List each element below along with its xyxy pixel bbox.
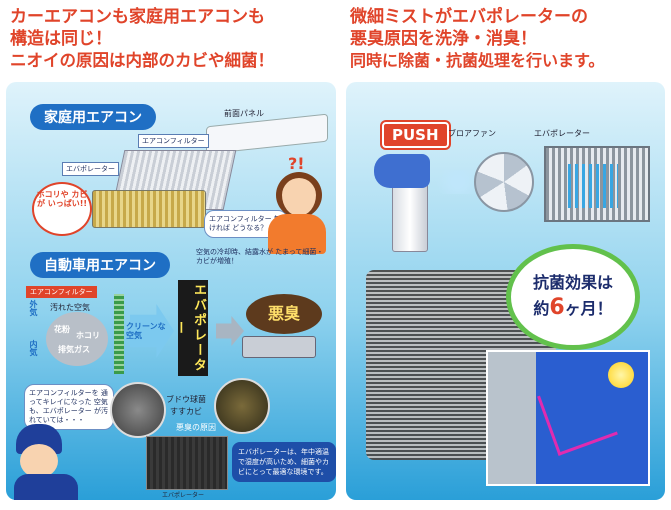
left-headline-2: 構造は同じ！ — [10, 29, 112, 49]
mold-micrograph — [214, 378, 270, 434]
question-mark-icon: ?! — [288, 154, 305, 173]
left-headline-1: カーエアコンも家庭用エアコンも — [10, 7, 265, 27]
condensation-note: 空気の冷却時、結露水が たまって細菌・カビが増殖！ — [196, 248, 324, 265]
dirty-air-label: 汚れた空気 — [50, 303, 90, 312]
filter-bubble: エアコンフィルターを 通ってキレイになった 空気も、エバポレーター が汚れていて… — [24, 384, 114, 430]
mist-on-evaporator — [568, 164, 618, 208]
balloon-line2: 約6ヶ月！ — [511, 295, 635, 320]
soot-mold-label: すすカビ — [170, 407, 202, 416]
blower-fan-label: ブロアファン — [448, 129, 496, 138]
car-filter-label: エアコンフィルター — [26, 286, 97, 298]
home-evaporator-drawing — [92, 190, 206, 228]
home-filter-label: エアコンフィルター — [138, 134, 209, 148]
antibacterial-balloon: 抗菌効果は 約6ヶ月！ — [506, 244, 640, 350]
mechanic-face — [20, 444, 58, 478]
spray-can — [392, 180, 428, 252]
evaporator-caption: エバポレーターは、年中適温で湿度が高いため、細菌やカビにとって最適な環境です。 — [232, 442, 336, 482]
hand-sleeve — [374, 154, 430, 188]
left-panel: カーエアコンも家庭用エアコンも 構造は同じ！ ニオイの原因は内部のカビや細菌！ … — [6, 4, 336, 504]
home-aircon-title: 家庭用エアコン — [30, 104, 156, 130]
car-vent-drawing — [242, 336, 316, 358]
push-label: PUSH — [382, 122, 449, 148]
staph-micrograph — [110, 382, 166, 438]
pollen-label: 花粉 — [54, 325, 70, 334]
inside-air-label: 内気 — [29, 340, 38, 356]
evaporator-bottom-label: エバポレーター — [162, 492, 205, 499]
exhaust-label: 排気ガス — [58, 345, 90, 354]
left-headline-3: ニオイの原因は内部のカビや細菌！ — [10, 51, 274, 70]
right-evaporator-label: エバポレーター — [534, 129, 590, 138]
bad-odor-cloud: 悪臭 — [246, 294, 322, 334]
dust-bubble: ホコリや カビが いっぱい!! — [32, 182, 92, 236]
balloon-line1: 抗菌効果は — [532, 273, 613, 292]
right-headline-1: 微細ミストがエバポレーターの — [350, 7, 588, 27]
front-panel-label: 前面パネル — [224, 109, 264, 118]
sun-icon — [608, 362, 634, 388]
mechanic-body — [14, 474, 78, 500]
right-panel: 微細ミストがエバポレーターの 悪臭原因を洗浄・消臭！ 同時に除菌・抗菌処理を行い… — [346, 4, 665, 504]
blower-fan-icon — [474, 152, 534, 212]
car-aircon-title: 自動車用エアコン — [30, 252, 170, 278]
woman-face — [276, 172, 322, 218]
evaporator-mold-drawing — [146, 436, 228, 490]
evaporator-vertical-label: エバポレーター — [172, 280, 208, 376]
car-filter-drawing — [114, 294, 124, 374]
right-headline-3: 同時に除菌・抗菌処理を行います。 — [350, 51, 605, 70]
dust-label: ホコリ — [76, 331, 100, 340]
dust-bubble-text: ホコリや カビが いっぱい!! — [36, 190, 88, 208]
clean-air-label: クリーンな 空気 — [126, 322, 166, 340]
balloon-number: 6 — [549, 295, 565, 320]
right-headline-2: 悪臭原因を洗浄・消臭！ — [350, 29, 537, 49]
woman-body — [268, 214, 326, 254]
odor-source-label: 悪臭の原因 — [176, 423, 216, 432]
balloon-suffix: ヶ月！ — [564, 299, 613, 318]
outside-air-label: 外気 — [29, 300, 38, 316]
balloon-prefix: 約 — [533, 299, 550, 318]
staph-label: ブドウ球菌 — [166, 395, 206, 404]
dirty-air-cloud — [46, 312, 108, 366]
home-evaporator-label: エバポレーター — [62, 162, 119, 176]
